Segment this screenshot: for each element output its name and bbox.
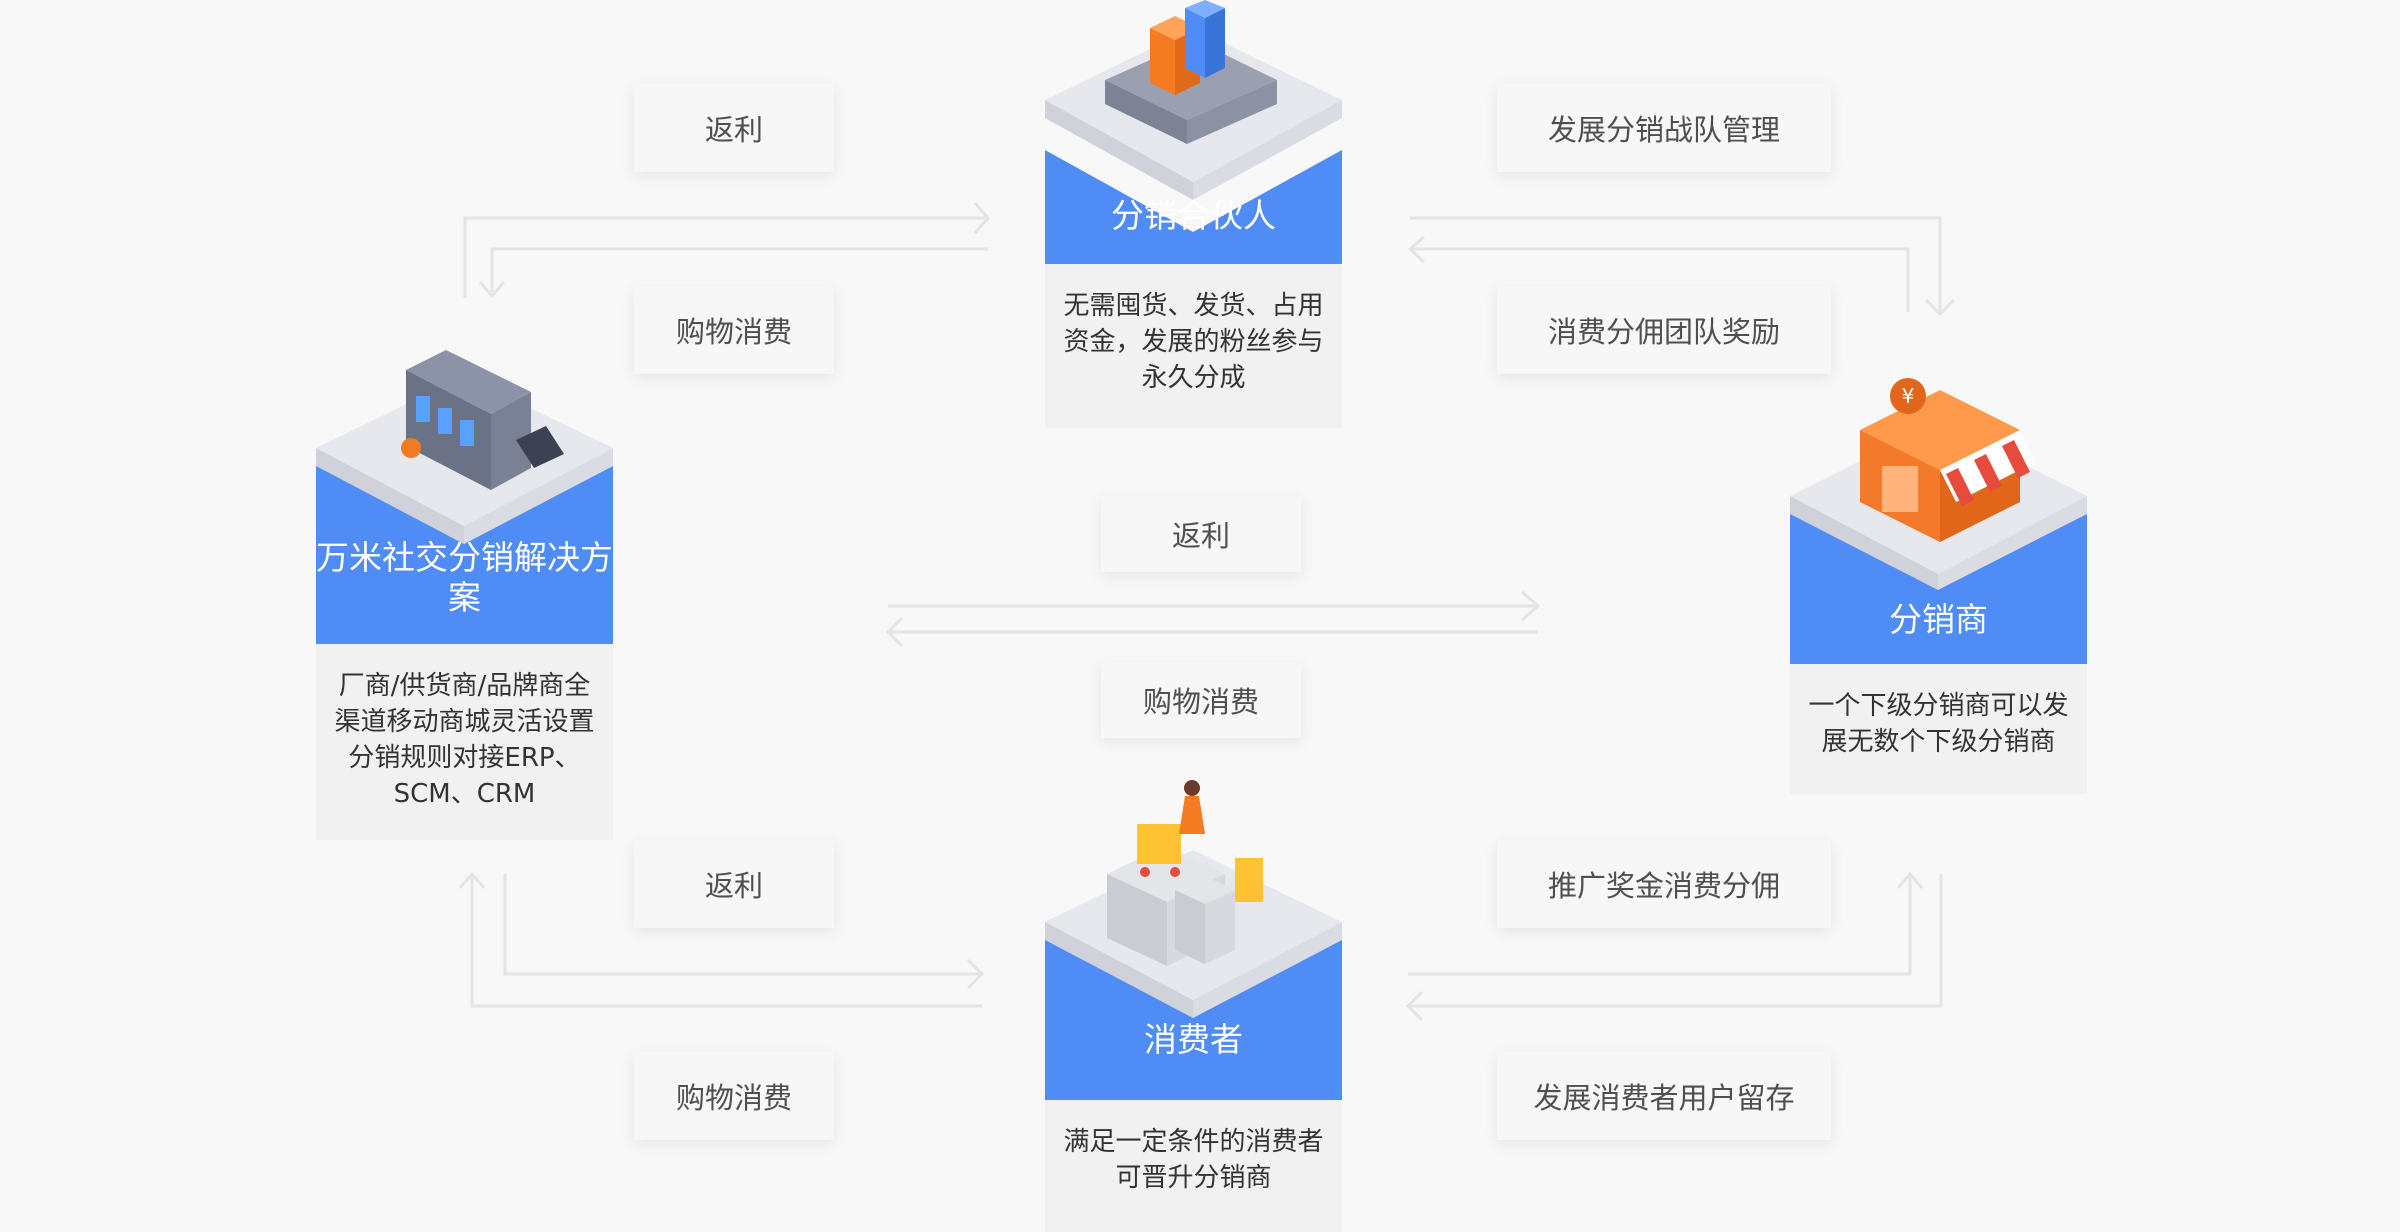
flow-label-rebate: 返利 xyxy=(634,84,834,172)
consumer-node: 消费者 满足一定条件的消费者可晋升分销商 xyxy=(1045,780,1342,1232)
node-title: 分销合伙人 xyxy=(1111,196,1276,235)
flow-label-team-management: 发展分销战队管理 xyxy=(1497,84,1831,172)
solution-cube xyxy=(316,350,613,644)
warehouse-boxes-icon xyxy=(1105,0,1277,144)
flow-label-rebate: 返利 xyxy=(1101,496,1301,572)
node-title: 分销商 xyxy=(1889,600,1988,639)
flow-label-team-reward: 消费分佣团队奖励 xyxy=(1497,286,1831,374)
solution-node: 万米社交分销解决方案 厂商/供货商/品牌商全渠道移动商城灵活设置分销规则对接ER… xyxy=(316,330,613,840)
distributor-node: ¥ 分销商 一个下级分销商可以发展无数个下级分销商 xyxy=(1790,370,2087,794)
flow-label-rebate: 返利 xyxy=(634,840,834,928)
svg-text:¥: ¥ xyxy=(1902,384,1915,408)
node-title: 万米社交分销解决方案 xyxy=(316,538,613,617)
partner-node: 分销合伙人 无需囤货、发货、占用资金，发展的粉丝参与永久分成 xyxy=(1045,0,1342,428)
partner-cube xyxy=(1045,0,1342,264)
consumer-cube xyxy=(1045,780,1342,1100)
flow-label-shopping: 购物消费 xyxy=(1101,662,1301,738)
flow-label-shopping: 购物消费 xyxy=(634,1052,834,1140)
node-title: 消费者 xyxy=(1144,1020,1243,1059)
node-description: 一个下级分销商可以发展无数个下级分销商 xyxy=(1790,662,2087,794)
distributor-cube: ¥ xyxy=(1790,378,2087,664)
node-description: 满足一定条件的消费者可晋升分销商 xyxy=(1045,1098,1342,1232)
store-icon: ¥ xyxy=(1860,378,2036,542)
flow-label-shopping: 购物消费 xyxy=(634,286,834,374)
node-description: 厂商/供货商/品牌商全渠道移动商城灵活设置分销规则对接ERP、SCM、CRM xyxy=(316,642,613,840)
shopper-cart-icon xyxy=(1107,780,1263,966)
node-description: 无需囤货、发货、占用资金，发展的粉丝参与永久分成 xyxy=(1045,262,1342,428)
flow-label-consumer-retention: 发展消费者用户留存 xyxy=(1497,1052,1831,1140)
server-rack-icon xyxy=(401,350,564,490)
flow-label-promotion-commission: 推广奖金消费分佣 xyxy=(1497,840,1831,928)
